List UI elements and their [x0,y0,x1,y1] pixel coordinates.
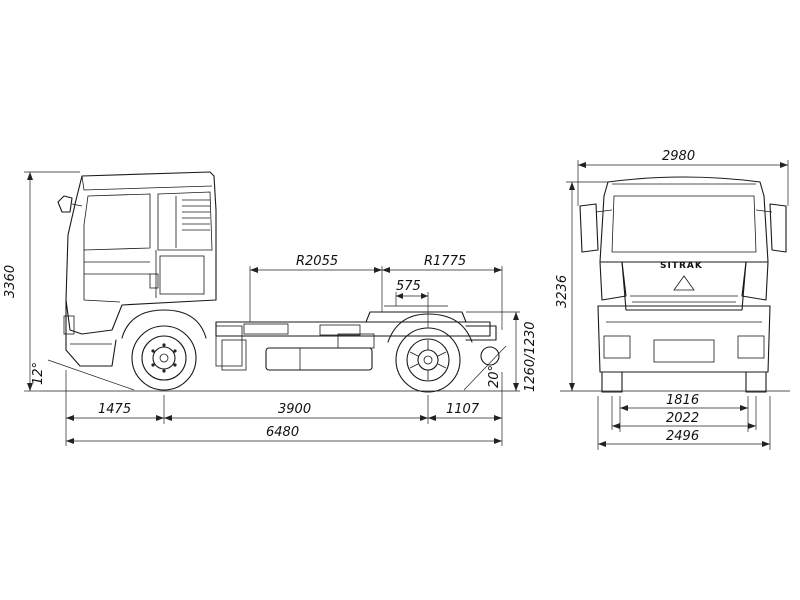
side-view: 3360 12° 1475 3900 1107 6480 R2055 R1775 [3,171,538,446]
front-bumper-view [597,305,771,373]
fifth-wheel [365,311,467,323]
dim-approach-angle: 12° [31,362,46,385]
dim-rear-track: 2022 [666,411,699,426]
dim-overall-width: 2980 [662,149,695,164]
dim-wheelbase: 3900 [278,402,311,417]
dim-fifth-wheel-offset: 575 [396,279,421,294]
cab-front-outline [599,176,769,263]
dim-overall-length: 6480 [266,425,299,440]
dim-departure-angle: 20° [487,365,502,388]
side-window [83,193,151,251]
right-headlight [741,261,769,301]
dim-side-height: 3360 [3,265,18,298]
side-mirror [57,195,73,213]
cab-outline [65,171,217,335]
dim-rear-overhang: 1107 [446,402,480,417]
right-mirror [769,203,787,253]
dim-front-track: 1816 [666,393,699,408]
dim-rear-radius: R1775 [424,254,466,269]
left-headlight [599,261,627,301]
left-mirror [579,203,599,253]
front-view: SITRAK 2980 3236 181 [555,149,790,450]
windshield [611,195,757,253]
dim-front-overhang: 1475 [98,402,131,417]
rear-wheel [395,327,461,393]
brand-emblem [673,275,695,291]
dim-body-width: 2496 [666,429,699,444]
front-wheel [131,325,197,391]
door-window [157,191,213,251]
dim-front-height: 3236 [555,275,570,308]
fuel-tank [265,347,373,371]
right-front-tyre [745,371,767,393]
dim-front-radius: R2055 [296,254,338,269]
left-front-tyre [601,371,623,393]
rear-lamp [480,346,500,366]
grille [621,261,747,311]
grille-logo: SITRAK [660,261,703,271]
front-bumper [65,299,117,367]
dim-coupling-height: 1260/1230 [523,321,538,392]
